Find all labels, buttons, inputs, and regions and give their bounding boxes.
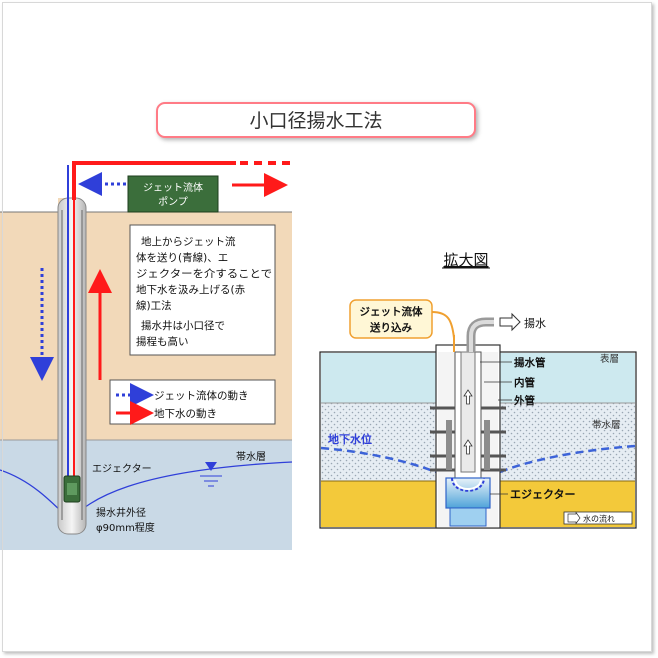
legend-jet-label: ジェット流体の動き [154, 389, 249, 402]
left-aquifer-label: 帯水層 [236, 450, 266, 463]
description-line-1: 地上からジェット流 [141, 235, 236, 248]
left-ejector-label: エジェクター [92, 463, 152, 475]
description-box: 地上からジェット流 体を送り(青線)、エ ジェクターを介することで 地下水を汲み… [129, 224, 276, 356]
description-line-2: 体を送り(青線)、エ [136, 251, 228, 264]
enlarged-view-heading: 拡大図 [443, 251, 488, 269]
groundwater-level-line [320, 444, 636, 474]
right-ejector-label: エジェクター [510, 488, 576, 501]
description-line-5: 線)工法 [136, 299, 172, 312]
groundwater-level-label: 地下水位 [328, 432, 372, 446]
flow-legend: 水の流れ [563, 511, 633, 525]
jet-feed-line1: ジェット流体 [360, 305, 423, 318]
image-frame [2, 2, 652, 652]
left-legend: ジェット流体の動き 地下水の動き [109, 379, 276, 425]
outer-pipe-label: 外管 [513, 394, 535, 407]
surface-layer-label: 表層 [600, 353, 619, 365]
well-diameter-line1: 揚水井外径 [96, 506, 146, 519]
water-table-symbol [200, 462, 222, 487]
jet-pump: ジェット流体 ポンプ [127, 175, 219, 213]
well-diameter-line2: φ90mm程度 [96, 521, 155, 534]
title-box: 小口径揚水工法 [156, 102, 476, 138]
left-diagram: ジェット流体 ポンプ 地上からジェット流 体を送り(青線)、エ ジェクターを介す… [0, 161, 293, 550]
pumping-pipe-label: 揚水管 [514, 356, 546, 369]
description-line-6: 揚水井は小口径で [141, 319, 225, 332]
title-text: 小口径揚水工法 [249, 110, 382, 132]
right-diagram: 拡大図 地下水位 [319, 251, 637, 529]
inner-pipe-label: 内管 [514, 376, 535, 389]
flow-legend-label: 水の流れ [583, 514, 615, 524]
description-line-3: ジェクターを介することで [136, 268, 272, 280]
description-line-4: 地下水を汲み上げる(赤 [136, 283, 246, 296]
discharge-arrow-right [499, 312, 521, 332]
pump-label-line2: ポンプ [158, 196, 188, 208]
jet-feed-callout: ジェット流体 送り込み [349, 299, 455, 339]
discharge-label: 揚水 [524, 317, 546, 330]
jet-feed-line2: 送り込み [369, 321, 412, 334]
right-aquifer-label: 帯水層 [592, 419, 621, 431]
description-line-7: 揚程も高い [136, 335, 189, 348]
legend-groundwater-label: 地下水の動き [154, 407, 217, 420]
groundwater-discharge-line [72, 161, 236, 200]
pump-label-line1: ジェット流体 [143, 181, 203, 194]
